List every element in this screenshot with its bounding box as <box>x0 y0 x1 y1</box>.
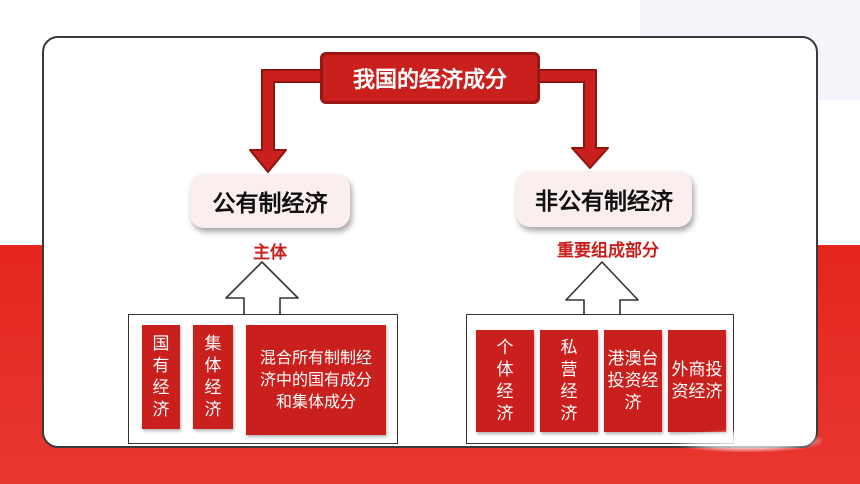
arrow-to-public <box>249 69 323 173</box>
diagram-title: 我国的经济成分 <box>320 52 540 104</box>
item-label: 港澳台投资经济 <box>607 349 659 413</box>
role-public: 主体 <box>253 243 287 263</box>
item-hk-macao-taiwan: 港澳台投资经济 <box>604 330 662 432</box>
item-state-owned: 国有经济 <box>142 325 180 429</box>
item-private: 私营经济 <box>540 330 598 432</box>
watermark-smudge <box>672 430 822 452</box>
item-individual: 个体经济 <box>476 330 534 432</box>
item-mixed: 混合所有制制经济中的国有成分和集体成分 <box>246 325 386 435</box>
item-label: 个体经济 <box>496 338 514 424</box>
item-label: 私营经济 <box>560 338 578 424</box>
item-foreign: 外商投资经济 <box>668 330 726 432</box>
arrow-to-nonpublic <box>537 69 609 169</box>
item-collective: 集体经济 <box>193 325 233 429</box>
item-label: 国有经济 <box>152 334 170 420</box>
category-nonpublic: 非公有制经济 <box>516 171 692 227</box>
item-label: 集体经济 <box>204 334 222 420</box>
hollow-arrow-nonpublic <box>565 261 639 314</box>
hollow-arrow-public <box>225 261 299 314</box>
item-label: 外商投资经济 <box>671 360 723 402</box>
item-label: 混合所有制制经济中的国有成分和集体成分 <box>259 348 372 411</box>
role-nonpublic: 重要组成部分 <box>557 241 659 261</box>
category-public: 公有制经济 <box>190 174 350 228</box>
